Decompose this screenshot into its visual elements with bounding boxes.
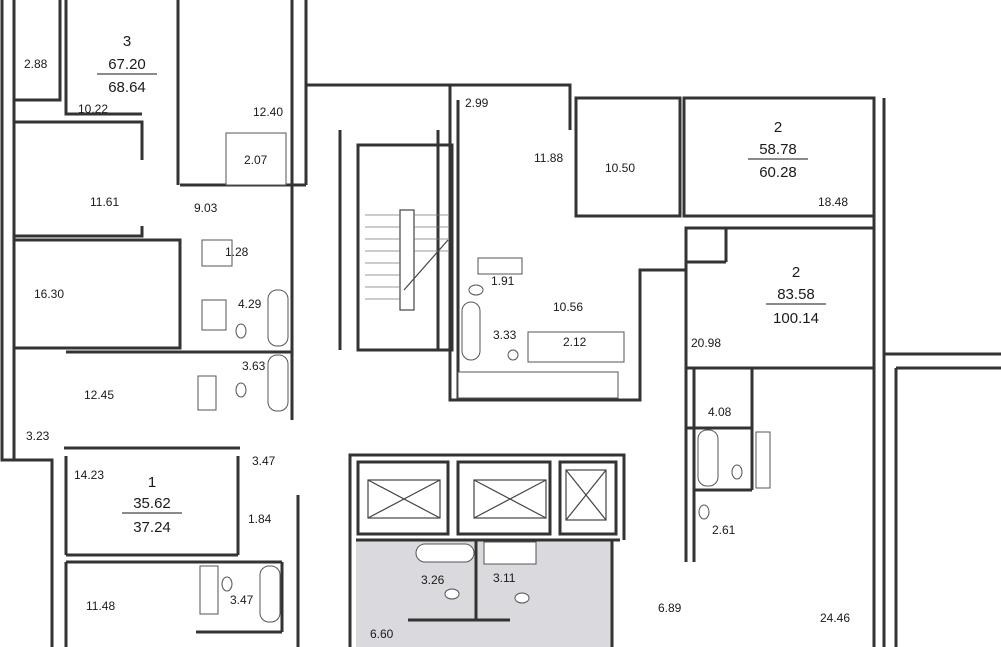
room-area-label: 3.33 [493, 328, 517, 342]
room-area-label: 3.11 [493, 571, 516, 585]
room-area-label: 16.30 [34, 287, 64, 301]
room-area-label: 1.28 [225, 245, 249, 259]
room-area-label: 10.22 [78, 102, 108, 116]
room-area-label: 11.61 [90, 195, 119, 209]
unit-total-area: 60.28 [759, 164, 797, 181]
unit-living-area: 58.78 [759, 141, 797, 158]
unit-rooms: 3 [123, 33, 131, 50]
room-area-label: 11.48 [86, 599, 115, 613]
room-area-label: 1.84 [248, 512, 272, 526]
unit-badge: 3 67.20 68.64 [97, 33, 157, 96]
room-area-label: 2.61 [712, 523, 736, 537]
room-labels: 2.88 10.22 12.40 2.07 11.61 9.03 1.28 16… [24, 57, 850, 641]
room-area-label: 2.99 [465, 96, 489, 110]
room-area-label: 14.23 [74, 468, 104, 482]
room-area-label: 2.88 [24, 57, 48, 71]
room-area-label: 3.63 [242, 359, 266, 373]
unit-rooms: 2 [774, 119, 782, 136]
room-area-label: 10.56 [553, 300, 583, 314]
unit-total-area: 100.14 [773, 310, 819, 327]
room-area-label: 2.07 [244, 153, 268, 167]
room-area-label: 3.47 [252, 454, 276, 468]
unit-living-area: 83.58 [777, 286, 815, 303]
room-area-label: 3.47 [230, 593, 254, 607]
room-area-label: 9.03 [194, 201, 218, 215]
room-area-label: 1.91 [491, 274, 515, 288]
unit-living-area: 35.62 [133, 495, 171, 512]
room-area-label: 18.48 [818, 195, 848, 209]
room-area-label: 3.23 [26, 429, 50, 443]
unit-total-area: 68.64 [108, 79, 146, 96]
room-area-label: 6.60 [370, 627, 394, 641]
unit-badge: 2 83.58 100.14 [766, 264, 826, 327]
room-area-label: 4.08 [708, 405, 732, 419]
unit-rooms: 2 [792, 264, 800, 281]
unit-living-area: 67.20 [108, 56, 146, 73]
unit-rooms: 1 [148, 474, 156, 491]
room-area-label: 20.98 [691, 336, 721, 350]
fixtures [197, 132, 771, 623]
room-area-label: 10.50 [605, 161, 635, 175]
stair [365, 209, 449, 311]
room-area-label: 12.40 [253, 105, 283, 119]
lifts [367, 469, 607, 521]
unit-badge: 1 35.62 37.24 [122, 474, 182, 536]
room-area-label: 2.12 [563, 335, 587, 349]
room-area-label: 6.89 [658, 601, 682, 615]
unit-badge: 2 58.78 60.28 [748, 119, 808, 181]
unit-total-area: 37.24 [133, 519, 171, 536]
room-area-label: 3.26 [421, 573, 445, 587]
room-area-label: 11.88 [534, 151, 563, 165]
room-area-label: 12.45 [84, 388, 114, 402]
room-area-label: 24.46 [820, 611, 850, 625]
room-area-label: 4.29 [238, 297, 262, 311]
